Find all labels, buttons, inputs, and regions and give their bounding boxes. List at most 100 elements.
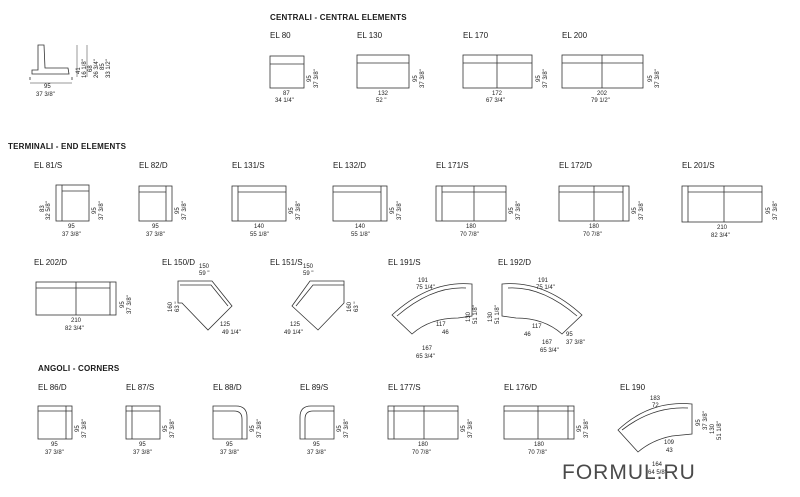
el81s-d-in: 37 3/8" bbox=[99, 201, 105, 220]
el130-w-in: 52 " bbox=[376, 98, 387, 104]
el86d-w: 95 bbox=[51, 442, 58, 448]
el89s-w-in: 37 3/8" bbox=[307, 450, 326, 456]
el190-bottom: 164 bbox=[652, 462, 663, 468]
el151s-top-in: 59 " bbox=[303, 271, 314, 277]
el89s-d: 95 bbox=[337, 425, 343, 432]
el130-w: 132 bbox=[378, 91, 389, 97]
el190-side-in: 51 1/8" bbox=[717, 421, 723, 440]
el190-inner: 109 bbox=[664, 440, 675, 446]
el201s-d: 95 bbox=[766, 207, 772, 214]
el82d-d: 95 bbox=[175, 207, 181, 214]
el131s-d: 95 bbox=[289, 207, 295, 214]
el177s-w-in: 70 7/8" bbox=[412, 450, 431, 456]
el89s-d-in: 37 3/8" bbox=[344, 419, 350, 438]
el88d-w: 95 bbox=[226, 442, 233, 448]
el150d-left-in: 63 " bbox=[175, 301, 181, 312]
el151s-top: 150 bbox=[303, 264, 314, 270]
el150d-diag-in: 49 1/4" bbox=[222, 330, 241, 336]
el191s-side-in: 51 1/8" bbox=[473, 305, 479, 324]
code-el131s: EL 131/S bbox=[232, 161, 265, 170]
el81s-d: 95 bbox=[92, 207, 98, 214]
code-el192d: EL 192/D bbox=[498, 258, 532, 267]
el191s-arc: 191 bbox=[418, 278, 429, 284]
el82d-w-in: 37 3/8" bbox=[146, 232, 165, 238]
code-el88d: EL 88/D bbox=[213, 383, 242, 392]
el150d-diag: 125 bbox=[220, 322, 231, 328]
el171s-w-in: 70 7/8" bbox=[460, 232, 479, 238]
el190-bottom-in: 64 5/8" bbox=[648, 470, 667, 476]
el200-w-in: 79 1/2" bbox=[591, 98, 610, 104]
el192d-bottom: 167 bbox=[542, 340, 553, 346]
brand-watermark: FORMUL.RU bbox=[562, 461, 696, 484]
code-el132d: EL 132/D bbox=[333, 161, 367, 170]
code-el130: EL 130 bbox=[357, 31, 383, 40]
el191s-side: 130 bbox=[466, 311, 472, 322]
code-el201s: EL 201/S bbox=[682, 161, 715, 170]
code-el87s: EL 87/S bbox=[126, 383, 155, 392]
el151s-right-in: 63 " bbox=[354, 301, 360, 312]
el192d-inner: 117 bbox=[532, 324, 542, 330]
el171s-w: 180 bbox=[466, 224, 477, 230]
el80-w-in: 34 1/4" bbox=[275, 98, 294, 104]
el87s-d: 95 bbox=[163, 425, 169, 432]
el201s-w: 210 bbox=[717, 225, 728, 231]
code-el190: EL 190 bbox=[620, 383, 646, 392]
code-el82d: EL 82/D bbox=[139, 161, 168, 170]
el86d-d: 95 bbox=[75, 425, 81, 432]
el170-w-in: 67 3/4" bbox=[486, 98, 505, 104]
section-title-central: CENTRALI - CENTRAL ELEMENTS bbox=[270, 13, 407, 22]
el201s-w-in: 82 3/4" bbox=[711, 233, 730, 239]
el88d-d-in: 37 3/8" bbox=[257, 419, 263, 438]
code-el172d: EL 172/D bbox=[559, 161, 593, 170]
el131s-w-in: 55 1/8" bbox=[250, 232, 269, 238]
el192d-bottom-in: 65 3/4" bbox=[540, 348, 559, 354]
el82d-d-in: 37 3/8" bbox=[182, 201, 188, 220]
el80-w: 87 bbox=[283, 91, 290, 97]
el176d-d-in: 37 3/8" bbox=[584, 419, 590, 438]
el201s-d-in: 37 3/8" bbox=[773, 201, 779, 220]
el132d-w-in: 55 1/8" bbox=[351, 232, 370, 238]
code-el170: EL 170 bbox=[463, 31, 489, 40]
code-el86d: EL 86/D bbox=[38, 383, 67, 392]
side-depth-in: 37 3/8" bbox=[36, 92, 55, 98]
el172d-d: 95 bbox=[632, 207, 638, 214]
el191s-inner2: 46 bbox=[442, 330, 449, 336]
el172d-w-in: 70 7/8" bbox=[583, 232, 602, 238]
code-el171s: EL 171/S bbox=[436, 161, 469, 170]
el192d-arc: 191 bbox=[538, 278, 549, 284]
el190-arc-in: 72 bbox=[652, 403, 659, 409]
el88d-d: 95 bbox=[250, 425, 256, 432]
section-title-corners: ANGOLI - CORNERS bbox=[38, 364, 120, 373]
el192d-inner2: 46 bbox=[524, 332, 531, 338]
el150d-top: 150 bbox=[199, 264, 210, 270]
el177s-d-in: 37 3/8" bbox=[468, 419, 474, 438]
code-el89s: EL 89/S bbox=[300, 383, 329, 392]
el89s-w: 95 bbox=[313, 442, 320, 448]
el202d-d: 95 bbox=[120, 301, 126, 308]
el192d-bottom2-in: 37 3/8" bbox=[566, 340, 585, 346]
code-el151s: EL 151/S bbox=[270, 258, 303, 267]
el192d-side-in: 51 1/8" bbox=[495, 305, 501, 324]
el202d-w: 210 bbox=[71, 318, 82, 324]
el81s-w: 95 bbox=[68, 224, 75, 230]
el86d-d-in: 37 3/8" bbox=[82, 419, 88, 438]
el86d-w-in: 37 3/8" bbox=[45, 450, 64, 456]
el191s-bottom-in: 65 3/4" bbox=[416, 354, 435, 360]
el132d-d-in: 37 3/8" bbox=[397, 201, 403, 220]
el88d-w-in: 37 3/8" bbox=[220, 450, 239, 456]
side-depth: 95 bbox=[44, 84, 51, 90]
code-el176d: EL 176/D bbox=[504, 383, 538, 392]
el200-d: 95 bbox=[648, 75, 654, 82]
central-drawings bbox=[269, 54, 644, 89]
el171s-d-in: 37 3/8" bbox=[516, 201, 522, 220]
code-el202d: EL 202/D bbox=[34, 258, 68, 267]
el151s-right: 160 bbox=[347, 301, 353, 312]
el190-inner-in: 43 bbox=[666, 448, 673, 454]
el87s-w-in: 37 3/8" bbox=[133, 450, 152, 456]
el87s-w: 95 bbox=[139, 442, 146, 448]
el150d-left: 160 bbox=[168, 301, 174, 312]
el130-d-in: 37 3/8" bbox=[420, 69, 426, 88]
el190-arc: 183 bbox=[650, 396, 661, 402]
el81s-d2-in: 32 5/8" bbox=[46, 201, 52, 220]
